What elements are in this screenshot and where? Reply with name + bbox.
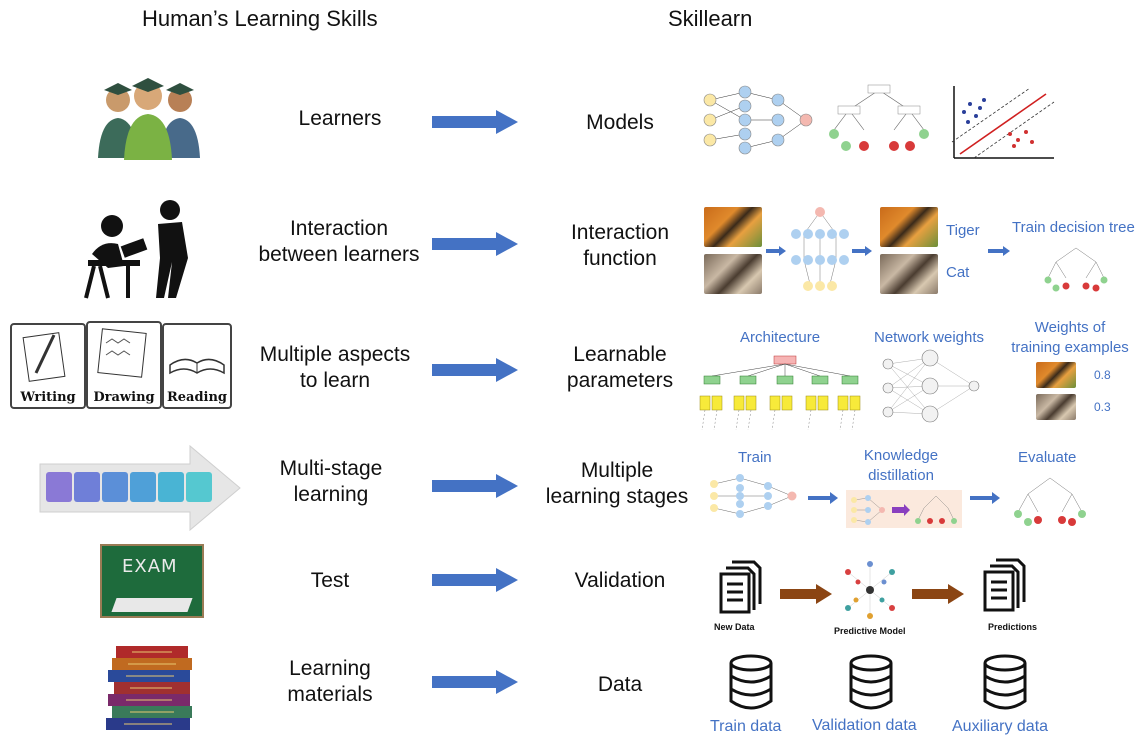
label-multiple-aspects: Multiple aspects to learn	[259, 343, 411, 393]
small-network-graphic	[791, 207, 849, 291]
teacher-student-icon	[84, 200, 188, 299]
predictive-model-label: Predictive Model	[834, 626, 906, 636]
brown-arrow-2	[912, 584, 964, 604]
label-learning-materials: Learning materials	[287, 657, 373, 707]
new-data-label: New Data	[714, 622, 755, 632]
arrow-row5	[432, 568, 518, 592]
validation-data-label: Validation data	[812, 717, 917, 734]
books-stack-icon	[106, 646, 192, 730]
cat-image	[704, 254, 762, 294]
arrow-small-2	[852, 246, 872, 256]
architecture-label: Architecture	[740, 329, 821, 346]
auxiliary-data-label: Auxiliary data	[952, 718, 1049, 735]
drawing-card: Drawing	[86, 321, 162, 409]
train-data-database-icon	[729, 654, 773, 710]
writing-label: Writing	[20, 390, 76, 405]
label-interaction-between-learners: Interaction between learners	[258, 217, 420, 267]
brown-arrow-1	[780, 584, 832, 604]
writing-icon	[22, 332, 66, 382]
train-label: Train	[738, 449, 772, 466]
validation-data-database-icon	[849, 654, 893, 710]
graduates-icon	[98, 78, 200, 160]
predictions-label: Predictions	[988, 622, 1038, 632]
drawing-label: Drawing	[93, 390, 155, 405]
auxiliary-data-database-icon	[983, 654, 1027, 710]
reading-card: Reading	[162, 323, 232, 409]
label-data: Data	[597, 673, 643, 696]
arrow-row2	[432, 232, 518, 256]
drawing-icon	[97, 328, 147, 378]
exam-board: EXAM	[100, 544, 204, 618]
evaluate-tree-graphic	[1014, 477, 1086, 526]
book-icon	[169, 358, 225, 375]
weights-network-graphic	[882, 349, 980, 423]
network-weights-label: Network weights	[874, 329, 985, 346]
weights-of-examples-label: Weights of training examples	[1011, 319, 1129, 357]
new-data-docs-icon	[719, 560, 762, 614]
exam-text: EXAM	[122, 556, 178, 577]
distillation-graphic	[846, 490, 962, 528]
neural-network-graphic	[703, 85, 813, 155]
arrow-small-3	[988, 246, 1010, 256]
cat-label: Cat	[946, 264, 970, 281]
arrow-row6	[432, 670, 518, 694]
exam-paper	[111, 598, 193, 612]
train-network-graphic	[710, 474, 797, 518]
header-skillearn: Skillearn	[668, 6, 753, 31]
tiger-thumb	[1036, 362, 1076, 388]
arrow-small-4	[808, 492, 838, 504]
label-multi-stage-learning: Multi-stage learning	[279, 457, 383, 507]
arrow-row1	[432, 110, 518, 134]
weight-value-1: 0.8	[1094, 368, 1111, 382]
arrow-row4	[432, 474, 518, 498]
knowledge-distillation-label: Knowledge distillation	[863, 447, 939, 484]
train-decision-tree-label: Train decision tree	[1012, 219, 1135, 236]
decision-tree-graphic	[829, 84, 929, 151]
tiger-image	[704, 207, 762, 247]
label-multiple-learning-stages: Multiple learning stages	[545, 459, 689, 509]
arrow-row3	[432, 358, 518, 382]
cat-image-output	[880, 254, 938, 294]
tiger-label: Tiger	[946, 222, 980, 239]
label-interaction-function: Interaction function	[570, 221, 670, 271]
train-data-label: Train data	[710, 718, 782, 735]
predictions-docs-icon	[983, 558, 1026, 612]
multistage-arrow-icon	[39, 444, 241, 532]
label-validation: Validation	[574, 569, 666, 592]
arrow-small-5	[970, 492, 1000, 504]
predictive-model-graphic	[845, 561, 895, 619]
label-models: Models	[586, 111, 654, 134]
small-tree-graphic	[1044, 247, 1108, 292]
tiger-image-output	[880, 207, 938, 247]
writing-card: Writing	[10, 323, 86, 409]
reading-label: Reading	[166, 390, 228, 405]
architecture-graphic	[699, 355, 861, 431]
svm-scatter-graphic	[951, 86, 1055, 159]
label-test: Test	[310, 569, 350, 592]
evaluate-label: Evaluate	[1018, 449, 1077, 466]
weight-value-2: 0.3	[1094, 400, 1111, 414]
label-learnable-parameters: Learnable parameters	[566, 343, 674, 393]
label-learners: Learners	[298, 107, 382, 130]
arrow-small-1	[766, 246, 786, 256]
header-human-skills: Human’s Learning Skills	[142, 6, 378, 31]
cat-thumb	[1036, 394, 1076, 420]
